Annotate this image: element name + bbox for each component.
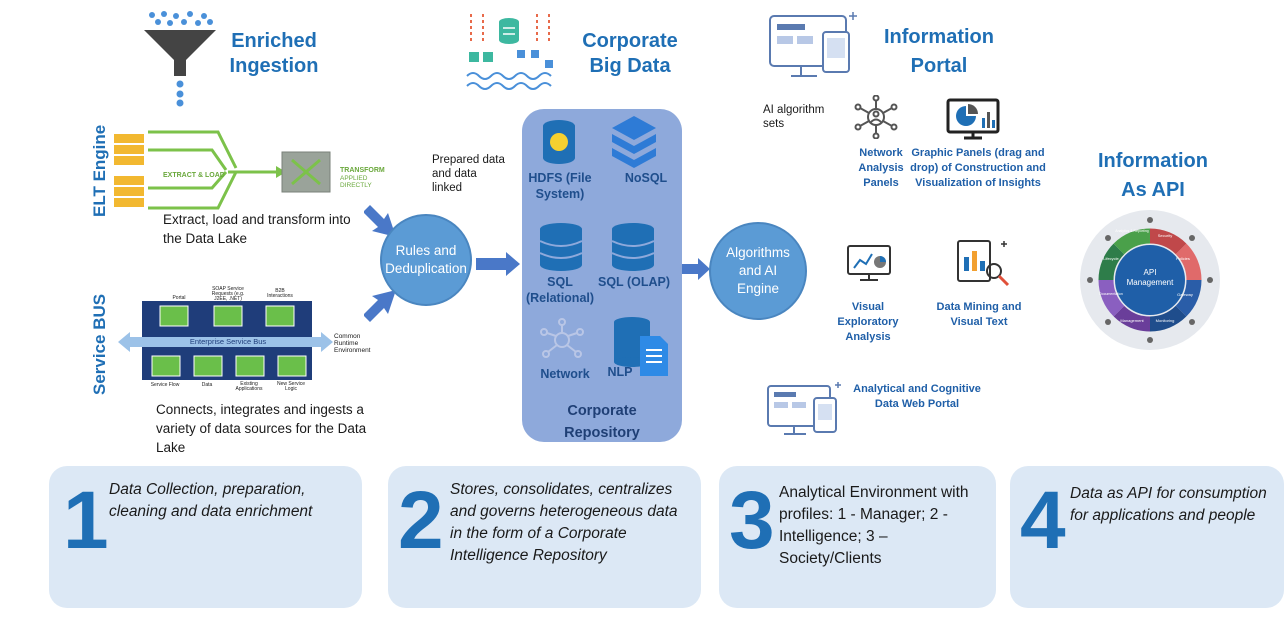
bus-bottom-label-1: Service Flow bbox=[150, 382, 180, 388]
bus-top-label-3: B2B Interactions bbox=[267, 288, 293, 299]
repo-sql-relational-label: SQL (Relational) bbox=[525, 275, 595, 305]
bigdata-icon bbox=[465, 12, 555, 97]
repo-sql-olap-label: SQL (OLAP) bbox=[598, 275, 670, 289]
funnel-icon bbox=[140, 10, 220, 110]
card-1-number: 1 bbox=[63, 475, 109, 566]
card-1: 1 Data Collection, preparation, cleaning… bbox=[49, 466, 362, 608]
card-4-number: 4 bbox=[1020, 475, 1066, 566]
api-center-label: API Management bbox=[1126, 268, 1174, 287]
elt-diagram bbox=[110, 126, 380, 226]
api-segment-8: Lifecycle bbox=[1103, 256, 1119, 261]
nlp-icon bbox=[612, 316, 670, 383]
bus-vertical-label: Service BUS bbox=[90, 293, 109, 395]
bus-bottom-label-2: Data bbox=[201, 382, 213, 388]
api-segment-5: Monitoring bbox=[1155, 318, 1175, 323]
nosql-icon bbox=[610, 114, 658, 173]
data-mining-label: Data Mining and Visual Text bbox=[936, 301, 1022, 328]
graphic-panels-label: Graphic Panels (drag and drop) of Constr… bbox=[910, 147, 1046, 189]
bigdata-title: Corporate Big Data bbox=[582, 30, 678, 77]
hdfs-icon bbox=[541, 118, 577, 171]
transform-label: TRANSFORM bbox=[340, 167, 385, 174]
repo-title: Corporate Repository bbox=[564, 403, 640, 441]
repo-nlp-label: NLP bbox=[607, 365, 633, 379]
api-segment-2: Security bbox=[1157, 233, 1173, 238]
visual-exploratory-icon bbox=[846, 244, 892, 287]
ingestion-title: Enriched Ingestion bbox=[229, 30, 319, 77]
network-analysis-icon bbox=[854, 94, 898, 144]
bus-top-label-1: Portal bbox=[172, 295, 186, 301]
bus-arrow bbox=[118, 332, 333, 352]
arrow-elt-to-rules bbox=[362, 205, 398, 244]
api-segment-7: Documentation bbox=[1099, 292, 1123, 296]
elt-description: Extract, load and transform into the Dat… bbox=[163, 212, 351, 246]
elt-vertical-label: ELT Engine bbox=[90, 124, 109, 217]
card-3: 3 Analytical Environment with profiles: … bbox=[719, 466, 996, 608]
card-2-number: 2 bbox=[398, 475, 444, 566]
card-3-text: Analytical Environment with profiles: 1 … bbox=[779, 484, 969, 567]
api-segment-3: Policies bbox=[1176, 256, 1190, 261]
graphic-panels-icon bbox=[946, 98, 1000, 145]
data-mining-icon bbox=[954, 237, 1014, 294]
portal-monitor-icon bbox=[767, 10, 863, 82]
ai-sets-label: AI algorithm sets bbox=[763, 104, 825, 130]
visual-exploratory-label: Visual Exploratory Analysis bbox=[837, 301, 899, 343]
network-icon bbox=[540, 318, 584, 367]
web-portal-label: Analytical and Cognitive Data Web Portal bbox=[853, 383, 981, 410]
api-management-wheel bbox=[1078, 208, 1222, 352]
card-4-text: Data as API for consumption for applicat… bbox=[1070, 485, 1267, 524]
portal-title: Information Portal bbox=[884, 26, 994, 77]
repo-hdfs-label: HDFS (File System) bbox=[528, 171, 592, 201]
repo-network-label: Network bbox=[540, 367, 590, 381]
arrow-bus-to-rules bbox=[362, 290, 398, 329]
card-3-number: 3 bbox=[729, 475, 775, 566]
repo-nosql-label: NoSQL bbox=[624, 171, 668, 185]
applied-label: APPLIED DIRECTLY bbox=[340, 175, 372, 189]
api-segment-6: Management bbox=[1120, 318, 1144, 323]
corporate-repository bbox=[522, 109, 682, 442]
rules-circle: Rules and Deduplication bbox=[380, 214, 472, 306]
bus-top-label-2: SOAP Service Requests (e.g. J2EE, .NET) bbox=[211, 286, 245, 302]
arrow-repo-to-algorithms bbox=[682, 258, 710, 285]
bus-title: Enterprise Service Bus bbox=[189, 337, 267, 346]
card-2: 2 Stores, consolidates, centralizes and … bbox=[388, 466, 701, 608]
algorithms-circle: Algorithms and AI Engine bbox=[709, 222, 807, 320]
sql-olap-icon bbox=[610, 222, 656, 277]
network-panels-label: Network Analysis Panels bbox=[858, 147, 904, 189]
bus-bottom-label-3: Existing Applications bbox=[235, 381, 263, 392]
extract-load-label: EXTRACT & LOAD bbox=[163, 172, 225, 179]
bus-top-boxes bbox=[154, 305, 300, 327]
bus-side-label: Common Runtime Environment bbox=[334, 333, 371, 354]
card-1-text: Data Collection, preparation, cleaning a… bbox=[109, 481, 313, 520]
prepared-note: Prepared data and data linked bbox=[432, 154, 505, 194]
api-segment-1: Analytics & Reporting bbox=[1115, 229, 1149, 233]
bus-description: Connects, integrates and ingests a varie… bbox=[156, 402, 367, 455]
web-portal-icon bbox=[766, 380, 846, 443]
card-2-text: Stores, consolidates, centralizes and go… bbox=[450, 481, 678, 564]
api-segment-4: Gateway bbox=[1177, 292, 1193, 297]
arrow-rules-to-repo bbox=[476, 252, 520, 281]
card-4: 4 Data as API for consumption for applic… bbox=[1010, 466, 1284, 608]
api-title: Information As API bbox=[1098, 150, 1208, 201]
bus-bottom-label-4: New Service Logic bbox=[276, 381, 306, 392]
sql-relational-icon bbox=[538, 222, 584, 277]
bus-bottom-boxes bbox=[148, 355, 308, 377]
